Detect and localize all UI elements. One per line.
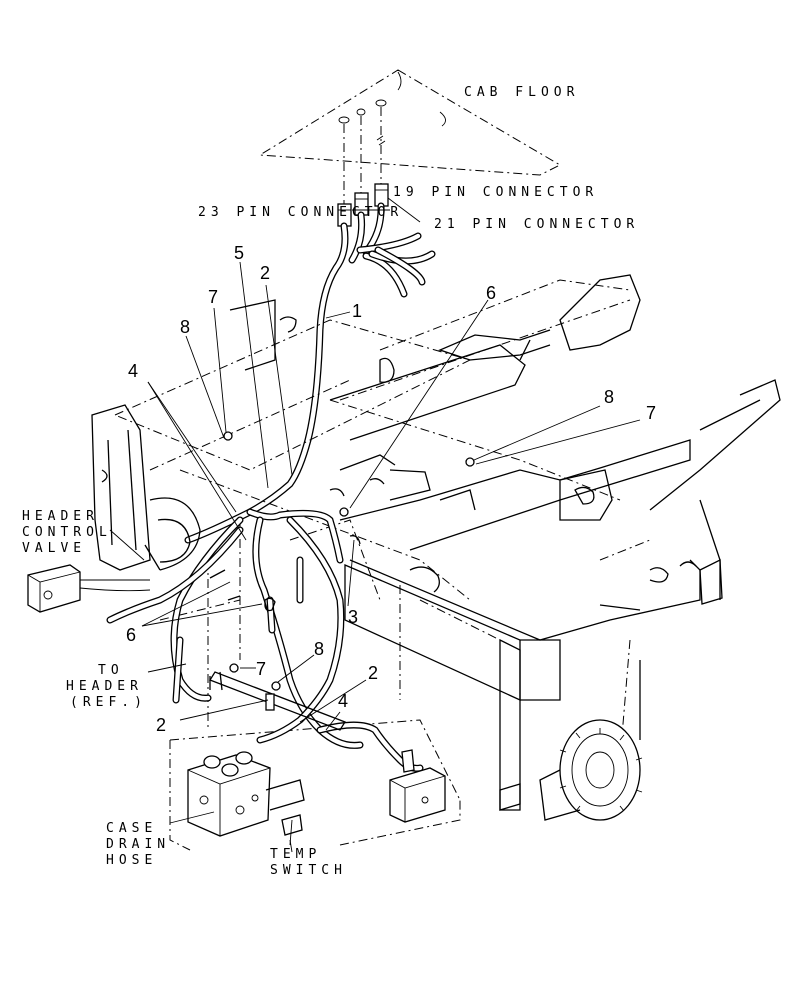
callout-8-top: 8 — [180, 317, 191, 337]
callout-8-right: 8 — [604, 387, 615, 407]
callout-7-right: 7 — [646, 403, 657, 423]
pin21-label: 21 PIN CONNECTOR — [434, 217, 640, 232]
to-header-label-1: TO — [98, 663, 124, 678]
left-bracket — [91, 404, 201, 571]
callout-4-lower: 4 — [338, 691, 349, 711]
connector-guide-lines — [343, 107, 382, 205]
cab-floor-outline — [258, 69, 562, 176]
callout-6-top: 6 — [486, 283, 497, 303]
header-control-valve-label-1: HEADER — [22, 509, 99, 524]
case-drain-hose-label-3: HOSE — [106, 853, 158, 868]
hydraulic-manifold — [187, 751, 305, 853]
callout-6-left: 6 — [126, 625, 137, 645]
chassis-frame — [229, 274, 781, 811]
frame-structure — [113, 279, 651, 851]
lower-harness — [106, 508, 424, 772]
pin19-label: 19 PIN CONNECTOR — [393, 185, 599, 200]
callout-4-upper: 4 — [128, 361, 139, 381]
main-harness — [184, 202, 436, 544]
callout-7-top: 7 — [208, 287, 219, 307]
callout-8-lower: 8 — [314, 639, 325, 659]
callout-3: 3 — [348, 607, 359, 627]
callout-1: 1 — [352, 301, 363, 321]
temp-switch-label-2: SWITCH — [270, 863, 347, 878]
pin23-label: 23 PIN CONNECTOR — [198, 205, 404, 220]
callout-7-lower: 7 — [256, 659, 267, 679]
callout-2-right: 2 — [368, 663, 379, 683]
to-header-label-3: (REF.) — [70, 695, 147, 710]
header-control-valve-label-3: VALVE — [22, 541, 87, 556]
case-drain-hose-label-2: DRAIN — [106, 837, 171, 852]
leader-lines — [109, 197, 641, 846]
header-control-valve — [27, 564, 151, 613]
solenoid-block — [389, 749, 446, 823]
callout-2-left: 2 — [156, 715, 167, 735]
callout-5: 5 — [234, 243, 245, 263]
header-control-valve-label-2: CONTROL — [22, 525, 112, 540]
temp-switch-label-1: TEMP — [270, 847, 322, 862]
case-drain-hose-label-1: CASE — [106, 821, 158, 836]
fasteners — [209, 431, 475, 691]
to-header-label-2: HEADER — [66, 679, 143, 694]
cab-floor-label: CAB FLOOR — [464, 85, 580, 100]
drive-hub — [499, 719, 643, 821]
support-rod — [209, 671, 346, 731]
callout-2-top: 2 — [260, 263, 271, 283]
